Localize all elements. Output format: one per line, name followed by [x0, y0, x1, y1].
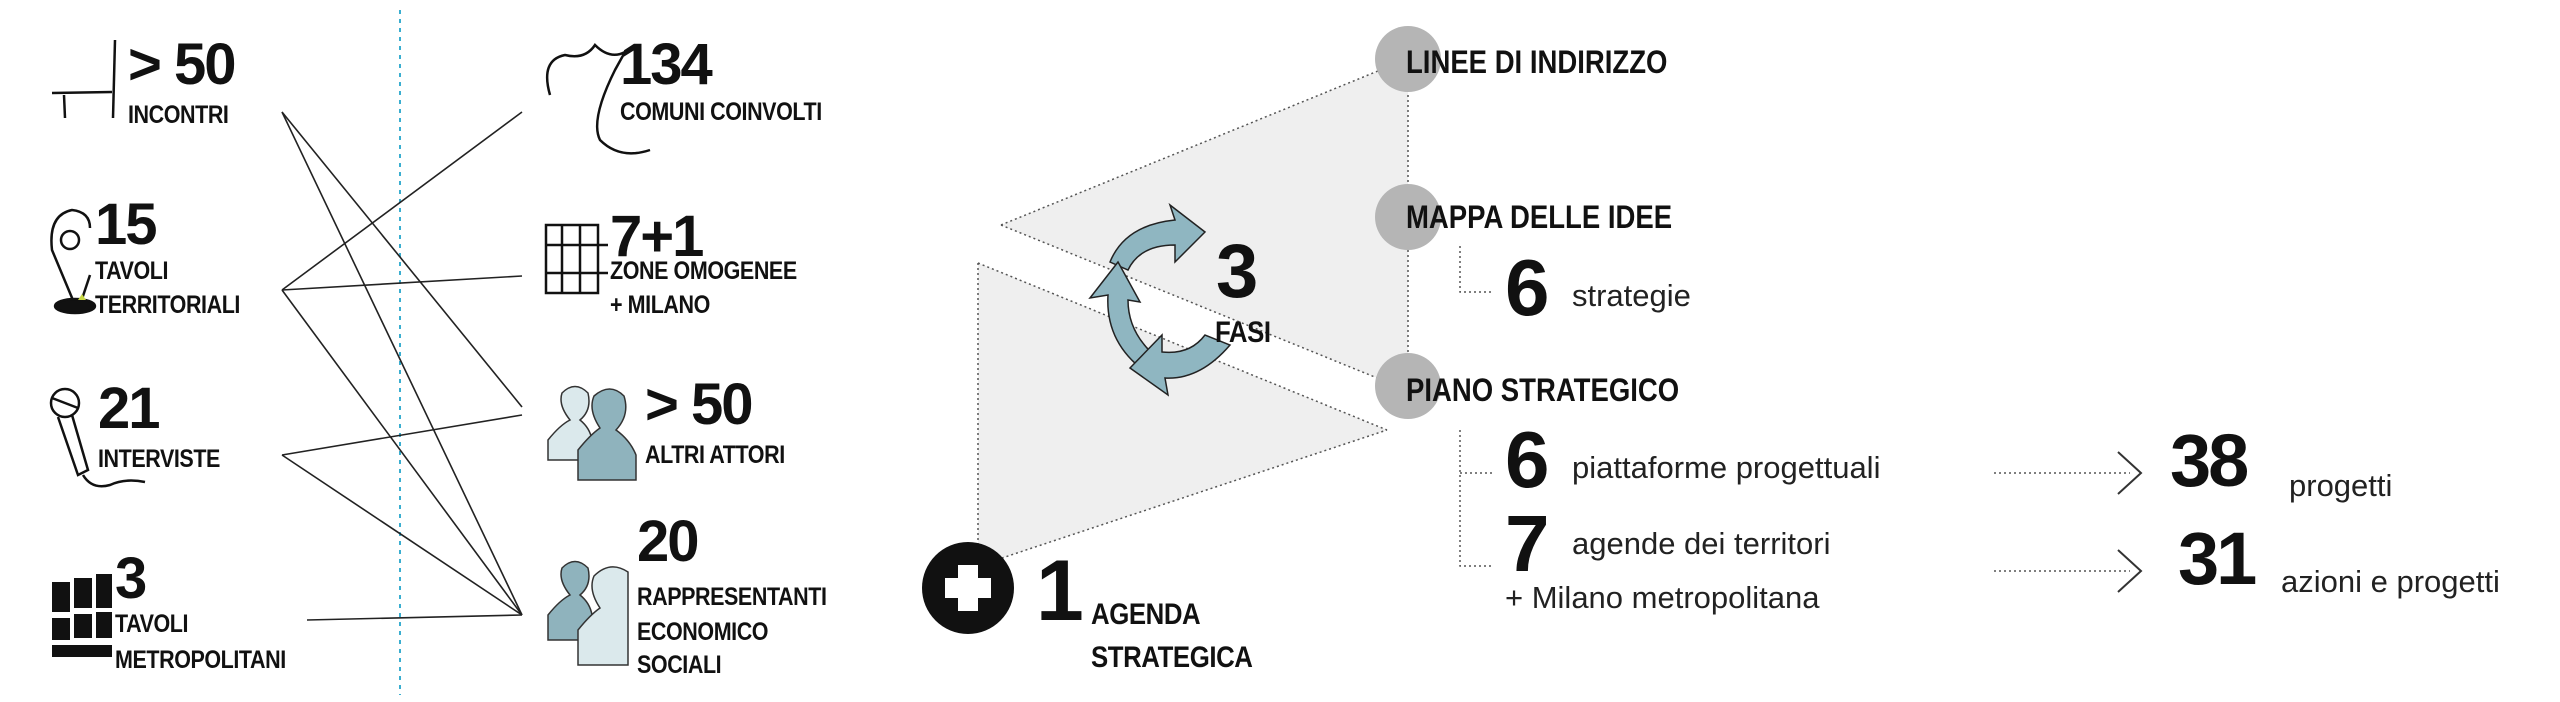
fasi-label: FASI — [1215, 316, 1271, 349]
phase-mappa-delle-idee: MAPPA DELLE IDEE — [1406, 199, 1673, 235]
connection-lines — [281, 111, 523, 621]
phase-linee-di-indirizzo: LINEE DI INDIRIZZO — [1406, 44, 1668, 80]
tavoli-territoriali-count: 15 — [95, 192, 157, 257]
altri-attori-count: > 50 — [645, 372, 753, 437]
people-icon — [547, 560, 629, 666]
phase-node — [1375, 353, 1441, 419]
agende-count: 7 — [1505, 499, 1550, 588]
cycle-arrows-icon — [1088, 202, 1232, 397]
azioni-count: 31 — [2178, 517, 2257, 600]
lower-phase-panel — [978, 263, 1387, 566]
agende-label: agende dei territori — [1572, 526, 1831, 561]
strategie-label: strategie — [1572, 278, 1691, 313]
tavoli-territoriali-label: TAVOLI — [95, 257, 169, 285]
rappresentanti-count: 20 — [637, 509, 699, 574]
phase-node — [1375, 184, 1441, 250]
tavoli-territoriali-label: TERRITORIALI — [95, 291, 240, 319]
rappresentanti-label: RAPPRESENTANTI — [637, 583, 827, 611]
incontri-count: > 50 — [128, 32, 236, 97]
territory-map-icon — [545, 43, 651, 155]
agende-label-milano: + Milano metropolitana — [1505, 580, 1820, 615]
progetti-count: 38 — [2170, 419, 2249, 502]
rappresentanti-label: SOCIALI — [637, 651, 722, 679]
incontri-label: INCONTRI — [128, 101, 229, 129]
table-icon — [51, 39, 117, 119]
panel-dotted-edges — [977, 61, 2130, 572]
azioni-label: azioni e progetti — [2281, 564, 2500, 599]
zones-grid-icon — [544, 223, 608, 295]
piattaforme-count: 6 — [1505, 415, 1550, 504]
zone-count: 7+1 — [610, 204, 704, 269]
upper-phase-panel — [1001, 59, 1408, 386]
interviste-count: 21 — [98, 376, 160, 441]
people-icon — [547, 385, 637, 481]
phase-piano-strategico: PIANO STRATEGICO — [1406, 372, 1680, 408]
phase-node — [1375, 26, 1441, 92]
agenda-label: AGENDA — [1091, 598, 1201, 631]
strategie-count: 6 — [1505, 243, 1550, 332]
tavoli-metropolitani-label: TAVOLI — [115, 610, 189, 638]
altri-attori-label: ALTRI ATTORI — [645, 441, 785, 469]
map-pin-icon — [50, 208, 97, 315]
agenda-count: 1 — [1036, 543, 1084, 639]
city-grid-icon — [52, 574, 112, 657]
agenda-label: STRATEGICA — [1091, 641, 1253, 674]
rappresentanti-label: ECONOMICO — [637, 618, 769, 646]
comuni-count: 134 — [620, 32, 713, 97]
zone-label: + MILANO — [610, 291, 710, 319]
fasi-count: 3 — [1216, 229, 1259, 314]
chevron-right-icon — [2117, 451, 2143, 593]
piattaforme-label: piattaforme progettuali — [1572, 450, 1881, 485]
progetti-label: progetti — [2289, 468, 2393, 503]
microphone-icon — [49, 387, 146, 488]
interviste-label: INTERVISTE — [98, 445, 220, 473]
zone-label: ZONE OMOGENEE — [610, 257, 797, 285]
tavoli-metropolitani-count: 3 — [115, 546, 147, 611]
tavoli-metropolitani-label: METROPOLITANI — [115, 646, 286, 674]
comuni-label: COMUNI COINVOLTI — [620, 98, 822, 126]
